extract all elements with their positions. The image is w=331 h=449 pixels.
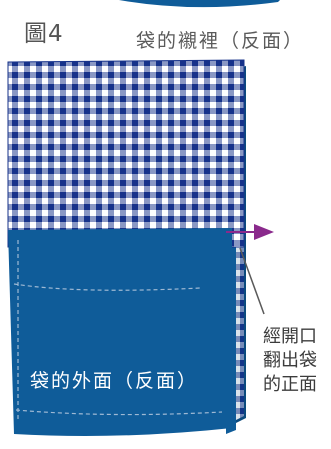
figure-number: 圖4 [24, 21, 64, 47]
exterior-stitch-top [13, 283, 201, 291]
previous-bag-edge [118, 0, 280, 8]
exterior-stitch-bottom [15, 409, 223, 416]
instruction-text: 經開口 翻出袋 的正面 [263, 325, 317, 397]
lining-panel [8, 60, 244, 247]
lining-outline [7, 59, 245, 248]
exterior-label: 袋的外面（反面） [30, 370, 199, 392]
opening-arrow [226, 224, 274, 240]
instruction-line-1: 經開口 [263, 326, 317, 347]
leader-line [239, 247, 265, 315]
instruction-line-3: 的正面 [263, 374, 317, 395]
exterior-panel [8, 228, 232, 436]
lining-label: 袋的襯裡（反面） [136, 30, 305, 52]
instruction-line-2: 翻出袋 [263, 350, 317, 371]
